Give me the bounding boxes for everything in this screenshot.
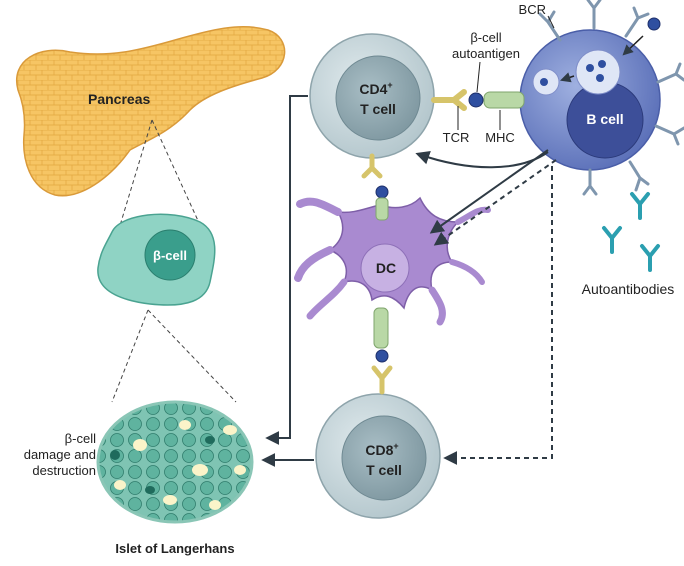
dendritic-cell <box>294 196 491 326</box>
pancreas-label: Pancreas <box>88 91 150 107</box>
bcell-label: B cell <box>586 111 623 127</box>
arrow-cd4-to-islet <box>265 95 308 445</box>
receptor-dc-cd8 <box>371 307 393 395</box>
zoom-line-right-1 <box>151 119 201 226</box>
tcr-mhc-complex <box>431 89 525 111</box>
cd8-label-line2: T cell <box>366 462 402 478</box>
zoom-line-left-1 <box>117 119 153 233</box>
cd8-t-cell <box>315 393 441 519</box>
zoom-line-left-2 <box>111 309 149 403</box>
bcr-label: BCR <box>519 2 546 17</box>
autoantibodies-label: Autoantibodies <box>582 281 675 297</box>
damage-label-line3: destruction <box>32 463 96 478</box>
receptor-dc-cd4 <box>361 153 389 221</box>
islet-of-langerhans <box>96 400 254 524</box>
arrow-bcell-to-dc-solid <box>429 149 549 234</box>
autoantigen-label-line2: autoantigen <box>452 46 520 61</box>
beta-cell <box>97 213 216 306</box>
arrow-bcell-to-dc-dashed <box>433 159 557 246</box>
autoantibodies-group <box>602 192 660 272</box>
autoantigen-label-line1: β-cell <box>470 30 501 45</box>
cd4-t-cell <box>309 33 435 159</box>
cd4-label: CD4+ <box>359 80 392 97</box>
cd8-label: CD8+ <box>365 441 398 458</box>
dc-label: DC <box>376 260 396 276</box>
pancreas-shape <box>15 25 286 197</box>
tcr-label: TCR <box>443 130 470 145</box>
islet-label: Islet of Langerhans <box>115 541 234 556</box>
bcr-pointer-line <box>547 15 555 29</box>
autoantigen-pointer <box>476 61 481 93</box>
cd4-label-line2: T cell <box>360 101 396 117</box>
beta-cell-label: β-cell <box>153 248 187 263</box>
zoom-line-right-2 <box>147 309 237 403</box>
mhc-label: MHC <box>485 130 515 145</box>
bcr-receptors <box>538 0 684 196</box>
b-cell <box>519 17 661 171</box>
damage-label-line2: damage and <box>24 447 96 462</box>
damage-label-line1: β-cell <box>65 431 96 446</box>
arrow-bcell-to-cd8-dashed <box>443 166 553 465</box>
